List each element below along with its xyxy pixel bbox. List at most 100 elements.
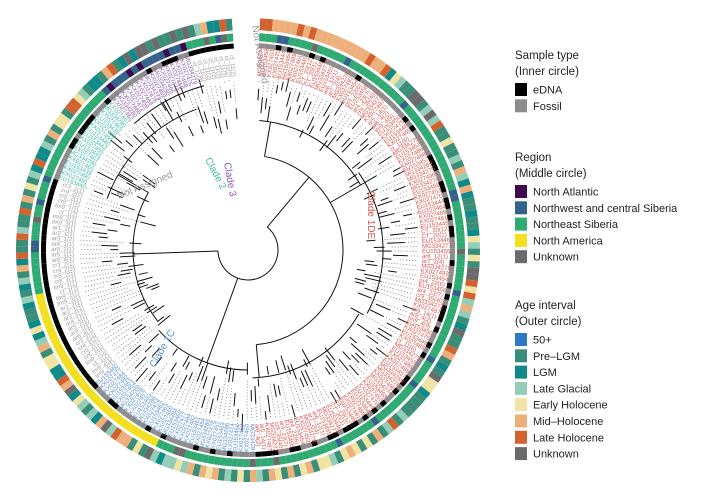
age-interval-segment [100,419,113,433]
age-interval-segment [73,92,87,106]
tree-branch [303,359,308,368]
tip-connector [358,114,365,122]
legend-item-label: Pre–LGM [533,351,580,363]
region-segment [96,399,106,410]
sample-type-segment [361,413,370,422]
region-segment [178,447,187,458]
tip-connector [407,306,420,312]
tree-branch [138,272,148,276]
age-interval-segment [22,188,36,198]
tip-connector [86,187,90,190]
sample-type-segment [390,102,398,111]
sample-type-segment [303,50,311,58]
tree-branch [359,138,369,147]
age-interval-segment [120,434,133,448]
tip-labels: MG334274EU153458KX027453KX027470EU153444… [51,46,452,454]
tip-connector [293,382,304,411]
sample-type-segment [62,339,70,347]
age-interval-segment [23,307,38,317]
region-segment [264,33,272,43]
region-segment [31,269,41,277]
tree-branch [325,354,336,368]
legend-swatch [515,398,527,412]
age-interval-segment [292,464,302,478]
sample-type-segment [264,43,271,50]
tree-branch [280,355,287,371]
sample-type-segment [425,341,433,349]
tree-branch [133,302,146,310]
age-interval-segment [465,279,478,288]
age-interval-segment [22,301,36,311]
sample-type-segment [112,89,121,98]
tree-branch [257,378,260,387]
tree-branch [392,166,401,172]
age-interval-segment [126,437,139,451]
tree-branch [225,119,229,130]
region-segment [261,458,269,467]
region-segment [172,445,181,456]
region-segment [412,374,423,385]
tip-connector [302,89,307,98]
region-segment [456,248,465,255]
tip-connector [383,177,402,187]
tree-branch [296,92,301,102]
tree-branch [392,254,408,257]
sample-type-segment [269,44,277,50]
tip-connector [379,356,385,361]
age-interval-segment [168,29,179,44]
legend-item-label: North Atlantic [533,187,599,199]
tree-branch [137,282,146,286]
region-segment [173,44,182,54]
region-segment [36,298,47,307]
age-interval-segment [462,197,476,206]
region-segment [363,69,373,79]
region-segment [404,383,415,394]
tip-connector [100,326,108,332]
tree-branch [336,132,344,142]
sample-type-segment [51,313,59,321]
sample-type-segment [406,370,415,378]
tip-label: ar1_2(1) [52,225,75,234]
tree-branch [233,392,236,407]
region-segment [207,455,215,465]
legend-item-label: 50+ [533,335,552,347]
sample-type-segment [232,451,239,457]
tip-connector [148,363,168,389]
region-segment [84,102,95,113]
tip-label: KX027453 [267,49,276,78]
tree-branch [330,391,338,404]
region-segment [105,82,116,93]
tip-connector [92,292,143,315]
region-segment [434,339,445,349]
tree-branch [120,204,135,211]
age-interval-segment [436,131,451,143]
tree-branch [378,226,390,230]
tree-branch [151,147,163,160]
tree-branch [173,131,184,147]
tip-connector [190,380,202,411]
tip-connector [405,241,418,243]
age-interval-segment [211,467,220,481]
region-segment [318,444,328,455]
sample-type-segment [403,374,411,383]
age-interval-segment [193,23,203,37]
tip-connector [371,333,389,346]
legend-region-title-1: Region [515,152,551,164]
sample-type-segment [84,118,93,127]
age-interval-segment [439,136,454,148]
tip-connector [110,334,128,348]
age-interval-segment [156,34,167,48]
tree-branch [266,365,269,375]
tip-connector [290,85,293,90]
region-segment [46,163,57,173]
sample-type-segment [48,302,55,310]
region-segment [422,359,433,370]
region-segment [31,252,40,259]
tree-branch [152,380,161,391]
tip-connector [181,373,197,407]
tree-branch [216,388,221,401]
age-interval-segment [115,430,128,445]
legend-swatch [515,447,527,461]
age-interval-segment [304,460,315,475]
region-segment [414,118,425,129]
